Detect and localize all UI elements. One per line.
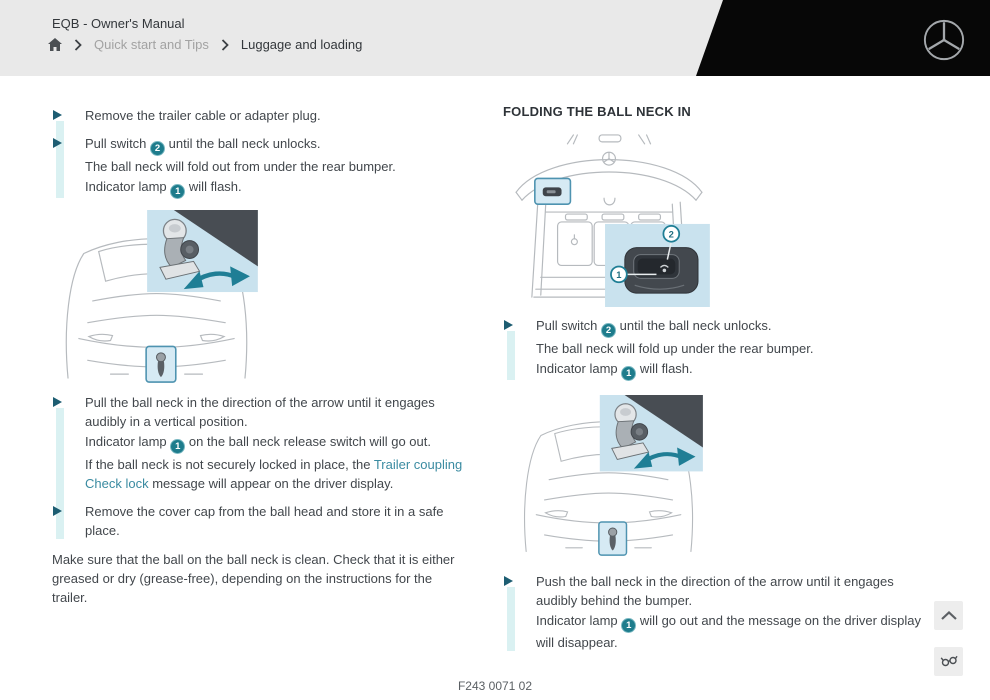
bullet-arrow-icon (504, 576, 513, 586)
lamp-1-badge: 1 (170, 184, 186, 199)
chevron-up-icon (940, 608, 957, 623)
chevron-right-icon (221, 38, 229, 51)
switch-inset: 2 1 (605, 223, 710, 307)
home-icon[interactable] (48, 38, 62, 51)
lamp-1-badge: 1 (170, 439, 186, 454)
car-rear-ball-neck-illustration (65, 210, 258, 383)
step-item: Pull switch 2 until the ball neck unlock… (503, 316, 923, 338)
lamp-1-badge: 1 (621, 366, 637, 381)
step-detail: The ball neck will fold out from under t… (85, 159, 396, 174)
section-heading: FOLDING THE BALL NECK IN (503, 104, 691, 119)
lamp-1-badge: 1 (621, 618, 637, 633)
step-bar (56, 408, 64, 539)
manual-title: EQB - Owner's Manual (52, 16, 185, 31)
step-item: Remove the trailer cable or adapter plug… (52, 106, 470, 125)
breadcrumb-current: Luggage and loading (240, 37, 363, 52)
breadcrumb-section[interactable]: Quick start and Tips (94, 37, 209, 52)
bullet-arrow-icon (53, 506, 62, 516)
step-bar (507, 587, 515, 651)
step-bar (507, 331, 515, 380)
left-column: Remove the trailer cable or adapter plug… (52, 97, 470, 607)
figure-code: F243 0071 02 (457, 679, 533, 693)
bullet-arrow-icon (53, 110, 62, 120)
tailgate-switch-illustration: 2 1 (515, 134, 710, 307)
bullet-arrow-icon (53, 397, 62, 407)
step-item: Remove the cover cap from the ball head … (52, 502, 470, 540)
step-detail: Indicator lamp 1 will go out and the mes… (536, 613, 922, 650)
trailer-coupling-check-lock-link[interactable]: Trailer coupling Check lock (85, 457, 463, 491)
scroll-to-top-button[interactable] (934, 601, 963, 630)
step-item: Pull switch 2 until the ball neck unlock… (52, 134, 470, 156)
step-group: Pull switch 2 until the ball neck unlock… (503, 316, 923, 381)
bullet-arrow-icon (53, 138, 62, 148)
svg-text:1: 1 (616, 269, 621, 280)
chevron-right-icon (74, 38, 82, 51)
ball-neck-inset (599, 395, 703, 472)
header: EQB - Owner's Manual Quick start and Tip… (0, 0, 990, 76)
step-item: Pull the ball neck in the direction of t… (52, 393, 470, 431)
car-rear-fold-in-illustration (524, 395, 703, 556)
marker-2-callout (662, 225, 681, 243)
step-detail: The ball neck will fold up under the rea… (536, 341, 814, 356)
reading-glasses-icon (940, 653, 958, 670)
step-item: Push the ball neck in the direction of t… (503, 572, 923, 610)
step-detail: Indicator lamp 1 on the ball neck releas… (85, 434, 431, 454)
step-detail: If the ball neck is not securely locked … (85, 457, 463, 491)
step-detail: Indicator lamp 1 will flash. (85, 179, 242, 199)
bullet-arrow-icon (504, 320, 513, 330)
reading-glasses-button[interactable] (934, 647, 963, 676)
cleaning-note: Make sure that the ball on the ball neck… (52, 552, 455, 605)
step-group: Push the ball neck in the direction of t… (503, 572, 923, 652)
header-black-wedge (696, 0, 990, 76)
step-group: Pull the ball neck in the direction of t… (52, 393, 470, 540)
switch-2-badge: 2 (150, 141, 166, 156)
ball-neck-inset (147, 210, 258, 293)
switch-2-badge: 2 (601, 323, 617, 338)
step-bar (56, 121, 64, 198)
right-column: FOLDING THE BALL NECK IN (503, 97, 923, 652)
marker-1-callout (610, 265, 628, 284)
step-group: Remove the trailer cable or adapter plug… (52, 106, 470, 199)
svg-text:2: 2 (669, 228, 674, 239)
mercedes-star-logo-icon (922, 18, 966, 67)
breadcrumb: Quick start and Tips Luggage and loading (48, 37, 362, 52)
step-detail: Indicator lamp 1 will flash. (536, 361, 693, 381)
